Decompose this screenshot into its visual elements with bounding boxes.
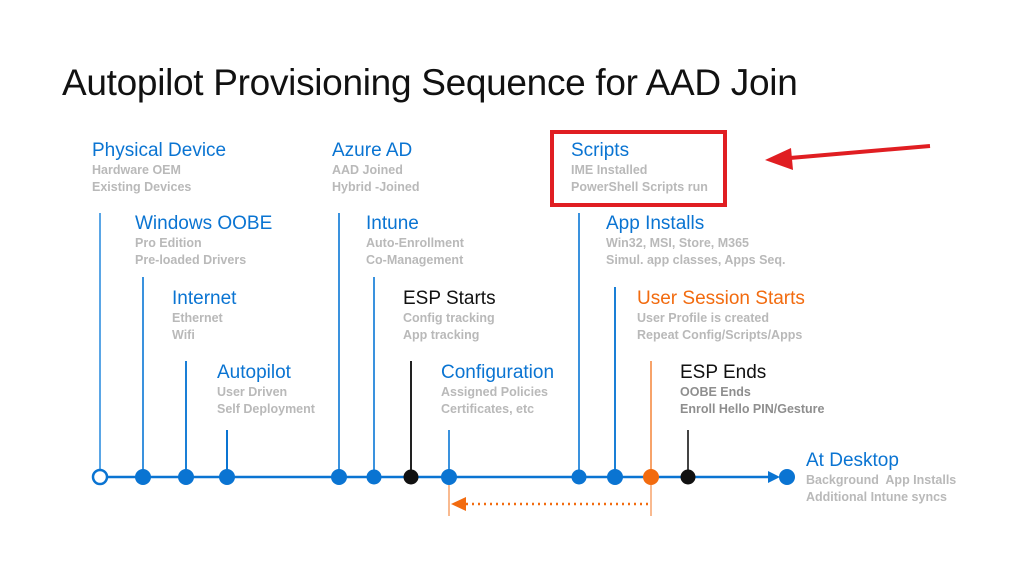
node-windows-oobe (135, 469, 151, 485)
stage-scripts: Scripts IME Installed PowerShell Scripts… (571, 140, 708, 196)
stage-heading: Scripts (571, 140, 630, 161)
stage-detail: Assigned Policies (441, 385, 548, 399)
stage-heading: Physical Device (92, 140, 227, 161)
stage-heading: Configuration (441, 362, 555, 383)
stage-detail: Self Deployment (217, 402, 315, 416)
stage-heading: ESP Ends (680, 362, 767, 383)
stage-windows-oobe: Windows OOBE Pro Edition Pre-loaded Driv… (135, 213, 272, 269)
stage-detail: Pro Edition (135, 236, 202, 250)
stage-heading: Azure AD (332, 140, 413, 161)
stage-detail: Repeat Config/Scripts/Apps (637, 328, 803, 342)
node-internet (178, 469, 194, 485)
node-autopilot (219, 469, 235, 485)
stage-detail: Background App Installs (806, 473, 957, 487)
node-esp-starts (403, 469, 419, 485)
stage-heading: ESP Starts (403, 288, 496, 309)
page-title: Autopilot Provisioning Sequence for AAD … (62, 62, 798, 103)
stage-physical-device: Physical Device Hardware OEM Existing De… (92, 140, 226, 196)
stage-detail: OOBE Ends (680, 385, 751, 399)
node-intune (366, 469, 382, 485)
stage-heading: User Session Starts (637, 288, 805, 309)
stage-detail: Simul. app classes, Apps Seq. (606, 253, 786, 267)
stage-detail: Hardware OEM (92, 163, 181, 177)
node-app-installs (607, 469, 623, 485)
stage-heading: Intune (366, 213, 419, 234)
node-scripts (571, 469, 587, 485)
node-configuration (441, 469, 457, 485)
stage-detail: User Profile is created (637, 311, 770, 325)
stage-detail: Config tracking (403, 311, 495, 325)
stage-user-session-starts: User Session Starts User Profile is crea… (637, 288, 805, 344)
node-physical-device (91, 468, 109, 486)
stage-heading: At Desktop (806, 450, 899, 471)
scripts-highlight-box (550, 130, 727, 207)
node-user-session (643, 469, 659, 485)
stage-azure-ad: Azure AD AAD Joined Hybrid -Joined (332, 140, 420, 196)
stage-esp-starts: ESP Starts Config tracking App tracking (403, 288, 496, 344)
stage-heading: Windows OOBE (135, 213, 273, 234)
timeline-arrowhead (768, 471, 780, 483)
stage-detail: Additional Intune syncs (806, 490, 947, 504)
stage-detail: AAD Joined (332, 163, 403, 177)
node-azure-ad (331, 469, 347, 485)
stage-internet: Internet Ethernet Wifi (172, 288, 236, 344)
stage-detail: Hybrid -Joined (332, 180, 420, 194)
stage-detail: Auto-Enrollment (366, 236, 464, 250)
stage-detail: Certificates, etc (441, 402, 535, 416)
stage-app-installs: App Installs Win32, MSI, Store, M365 Sim… (606, 213, 785, 269)
stage-heading: Internet (172, 288, 237, 309)
red-pointer-arrowhead (765, 148, 793, 170)
red-pointer-arrow-shaft (789, 144, 931, 160)
stage-heading: App Installs (606, 213, 705, 234)
node-esp-ends (680, 469, 696, 485)
stage-heading: Autopilot (217, 362, 291, 383)
stage-detail: IME Installed (571, 163, 648, 177)
stage-detail: Existing Devices (92, 180, 192, 194)
stage-detail: Pre-loaded Drivers (135, 253, 247, 267)
stage-configuration: Configuration Assigned Policies Certific… (441, 362, 554, 418)
stage-detail: Wifi (172, 328, 195, 342)
stage-detail: Ethernet (172, 311, 223, 325)
stage-detail: User Driven (217, 385, 288, 399)
stage-intune: Intune Auto-Enrollment Co-Management (366, 213, 464, 269)
stage-detail: PowerShell Scripts run (571, 180, 708, 194)
stage-detail: Win32, MSI, Store, M365 (606, 236, 749, 250)
loop-back-arrowhead (451, 497, 466, 511)
stage-esp-ends: ESP Ends OOBE Ends Enroll Hello PIN/Gest… (680, 362, 824, 418)
stage-autopilot: Autopilot User Driven Self Deployment (217, 362, 315, 418)
stage-detail: App tracking (403, 328, 480, 342)
node-at-desktop (779, 469, 795, 485)
stage-detail: Enroll Hello PIN/Gesture (680, 402, 825, 416)
stage-at-desktop: At Desktop Background App Installs Addit… (806, 450, 956, 506)
stage-detail: Co-Management (366, 253, 464, 267)
